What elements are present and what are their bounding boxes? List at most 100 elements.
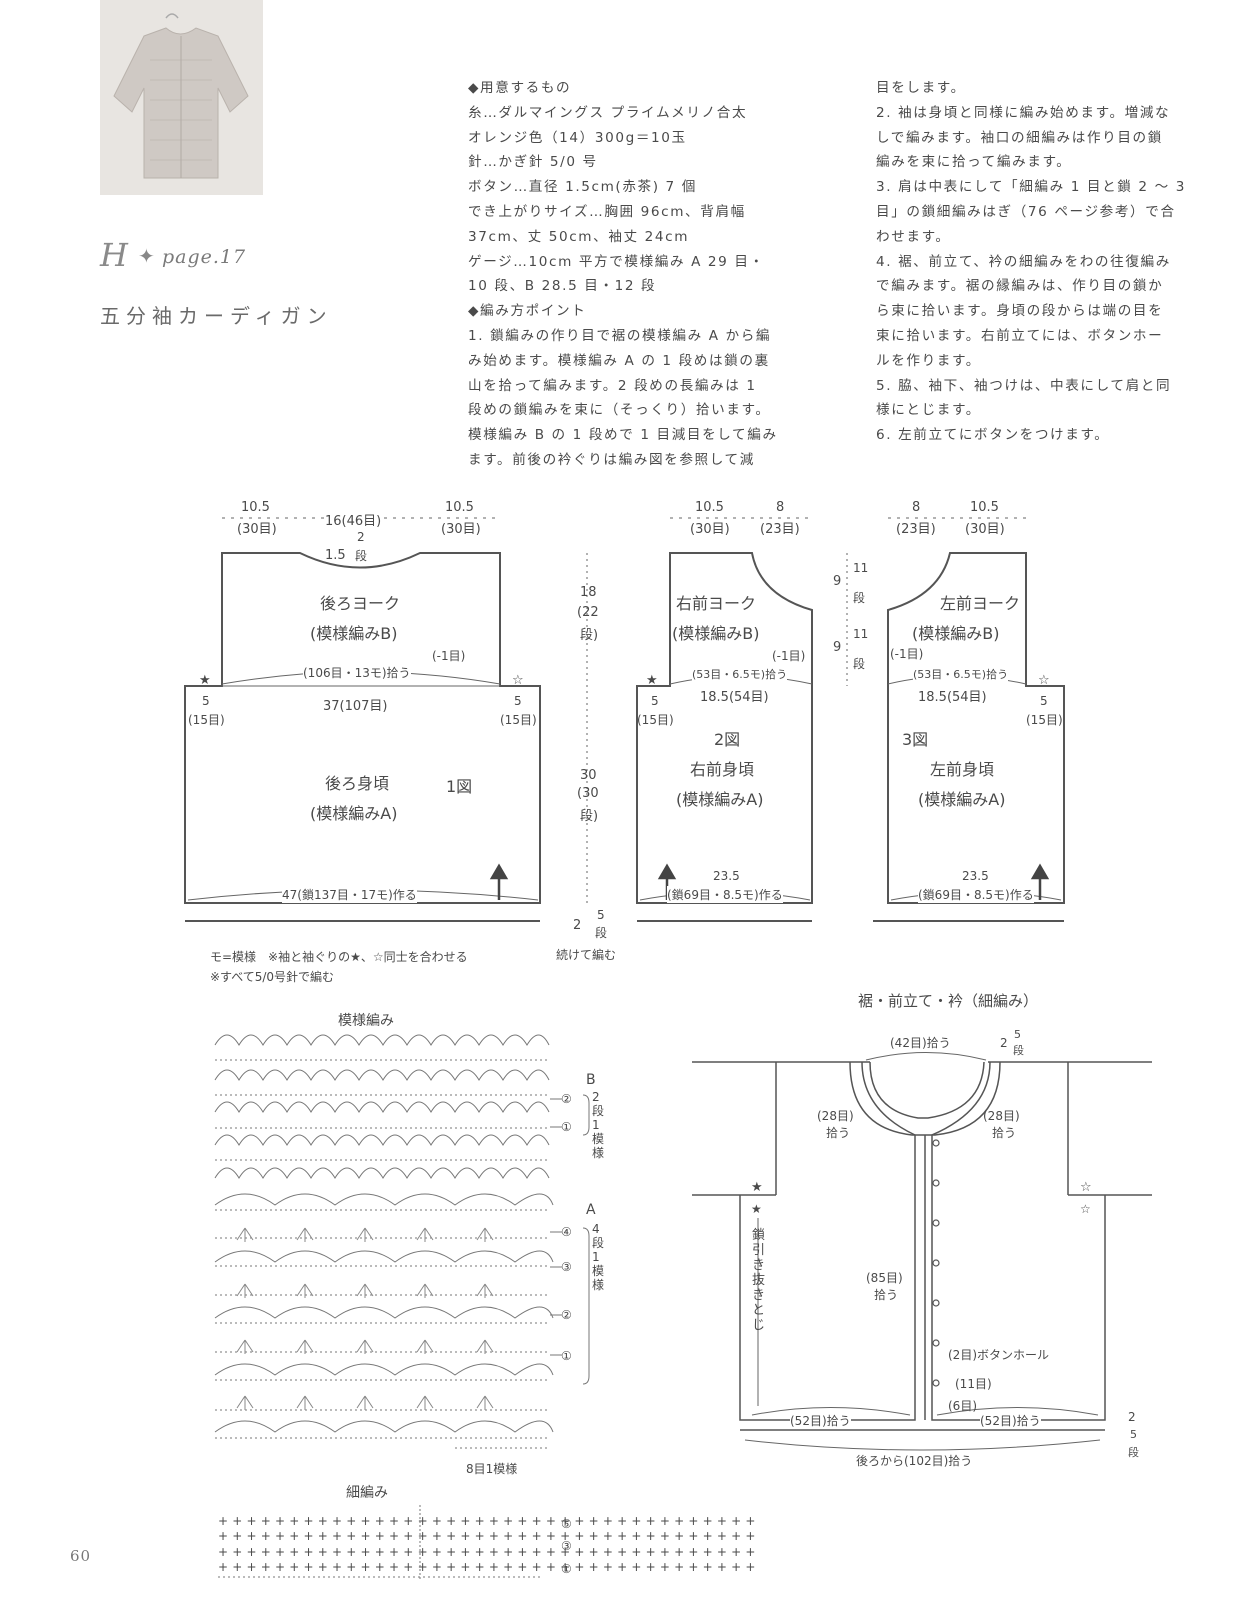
- rf-top-st2: (23目): [760, 522, 800, 537]
- pattern-stitch-chart: [214, 1034, 590, 1449]
- neck-left-count: (28目): [817, 1109, 854, 1123]
- rf-yoke-name: 右前ヨーク: [676, 594, 757, 613]
- lf-pickup: (53目・6.5モ)拾う: [913, 666, 1009, 682]
- back-hem-pick: 後ろから(102目)拾う: [856, 1452, 973, 1469]
- star-filled-icon: ★: [646, 673, 658, 688]
- page-number: 60: [70, 1547, 92, 1565]
- back-top-right-cm: 10.5: [445, 500, 474, 515]
- lf-width: 18.5(54目): [918, 690, 987, 705]
- rf-pickup: (53目・6.5モ)拾う: [692, 666, 788, 682]
- right-front-outline: [636, 552, 813, 904]
- back-body-pattern: (模様編みA): [310, 804, 398, 823]
- lf-yoke-pattern: (模様編みB): [912, 624, 1000, 643]
- pattern-a-row3: ③: [561, 1260, 572, 1274]
- collar-pickup: (42目)拾う: [890, 1036, 951, 1050]
- back-yoke-name: 後ろヨーク: [320, 594, 401, 613]
- rf-width: 18.5(54目): [700, 690, 769, 705]
- rf-bottom-cm: 23.5: [713, 869, 740, 883]
- pattern-title: 五分袖カーディガン: [100, 304, 333, 328]
- title-mark: H: [100, 236, 128, 274]
- title-page-ref: page.17: [162, 246, 247, 268]
- back-outline: [184, 552, 541, 904]
- back-neck-depth: 1.5: [325, 548, 346, 563]
- instructions-col1: ◆用意するもの 糸…ダルマイングス プライムメリノ合太 オレンジ色（14）300…: [468, 80, 778, 468]
- neck-depth-b-rows: 11: [853, 627, 869, 641]
- back-top-right-st: (30目): [441, 522, 481, 537]
- back-top-left-cm: 10.5: [241, 500, 270, 515]
- edging-rows-cm: 2: [1128, 1410, 1136, 1424]
- back-decrease: (-1目): [432, 649, 466, 663]
- neck-depth-a-cm: 9: [833, 574, 842, 589]
- lf-top-st1: (23目): [896, 522, 936, 537]
- sc-stitch-chart: ++++++++++++++++++++++++++++++++++++++ +…: [218, 1514, 760, 1574]
- sc-row1: ①: [561, 1562, 572, 1576]
- edging-diagram: [692, 1061, 1152, 1431]
- back-neck-rows-n: 2: [357, 530, 365, 544]
- pattern-b-row2: ②: [561, 1092, 572, 1106]
- svg-text:++++++++++++++++++++++++++++++: ++++++++++++++++++++++++++++++++++++++: [218, 1514, 760, 1528]
- back-yoke-pattern: (模様編みB): [310, 624, 398, 643]
- neck-depth-b-cm: 9: [833, 640, 842, 655]
- star-outline-icon: ☆: [1080, 1202, 1091, 1216]
- yoke-height-cm: 18: [580, 585, 597, 600]
- rf-top-cm1: 10.5: [695, 500, 724, 515]
- back-foundation: 47(鎖137目・17モ)作る: [282, 886, 417, 903]
- front-pick-count: (85目): [866, 1271, 903, 1285]
- edging-rows-n: 5: [1130, 1428, 1137, 1441]
- buttonhole-spacing: (11目): [955, 1377, 992, 1391]
- pattern-a-row4: ④: [561, 1225, 572, 1239]
- side-seam-label: 鎖引き抜きとじ: [752, 1228, 766, 1333]
- sc-row3: ③: [561, 1539, 572, 1553]
- lf-top-st2: (30目): [965, 522, 1005, 537]
- sc-row5: ⑤: [561, 1517, 572, 1531]
- back-width: 37(107目): [323, 695, 388, 714]
- rf-foundation: (鎖69目・8.5モ)作る: [667, 886, 783, 903]
- rf-side-st: (15目): [637, 713, 674, 727]
- lf-body-pattern: (模様編みA): [918, 790, 1006, 809]
- rf-yoke-pattern: (模様編みB): [672, 624, 760, 643]
- collar-rows-cm: 2: [1000, 1036, 1008, 1050]
- lf-side-st: (15目): [1026, 713, 1063, 727]
- svg-text:++++++++++++++++++++++++++++++: ++++++++++++++++++++++++++++++++++++++: [218, 1545, 760, 1559]
- yoke-height-unit: 段): [580, 628, 599, 643]
- star-filled-icon: ★: [199, 673, 211, 688]
- pattern-a-row1: ①: [561, 1349, 572, 1363]
- lf-top-cm1: 8: [912, 500, 921, 515]
- garment-photo: [100, 0, 263, 195]
- star-outline-icon: ☆: [512, 673, 524, 688]
- neck-right-pick: 拾う: [992, 1126, 1017, 1140]
- front-pick-label: 拾う: [874, 1288, 899, 1302]
- back-side-right-cm: 5: [514, 694, 522, 708]
- rf-body-pattern: (模様編みA): [676, 790, 764, 809]
- star-filled-icon: ★: [751, 1202, 762, 1216]
- svg-text:++++++++++++++++++++++++++++++: ++++++++++++++++++++++++++++++++++++++: [218, 1560, 760, 1574]
- back-side-left-st: (15目): [188, 713, 225, 727]
- continue-note: 続けて編む: [556, 948, 617, 962]
- sc-chart-title: 細編み: [346, 1485, 388, 1501]
- pattern-a-rows: [214, 1193, 554, 1439]
- lf-yoke-name: 左前ヨーク: [940, 594, 1021, 613]
- note-needle: ※すべて5/0号針で編む: [210, 970, 335, 984]
- edge-rows-n: 5: [597, 908, 605, 922]
- collar-rows-n: 5: [1014, 1028, 1021, 1041]
- svg-text:++++++++++++++++++++++++++++++: ++++++++++++++++++++++++++++++++++++++: [218, 1529, 760, 1543]
- pattern-a-row2: ②: [561, 1308, 572, 1322]
- body-height-unit: 段): [580, 809, 599, 824]
- neck-depth-a-rows: 11: [853, 561, 869, 575]
- pattern-a-label: A: [586, 1202, 596, 1218]
- rf-figure-num: 2図: [714, 730, 741, 749]
- neck-depth-a-unit: 段: [853, 591, 866, 605]
- left-front-outline: [887, 552, 1065, 904]
- star-filled-icon: ★: [751, 1180, 763, 1195]
- buttonhole-label: (2目)ボタンホール: [948, 1348, 1049, 1362]
- hem-right-pick: (52目)拾う: [980, 1412, 1041, 1429]
- lf-decrease: (-1目): [890, 647, 924, 661]
- pattern-b-rows: [214, 1034, 550, 1179]
- bottom-spacing: (6目): [948, 1399, 977, 1413]
- back-body-name: 後ろ身頃: [325, 774, 390, 793]
- lf-figure-num: 3図: [902, 730, 929, 749]
- pattern-repeat: 8目1模様: [466, 1462, 518, 1476]
